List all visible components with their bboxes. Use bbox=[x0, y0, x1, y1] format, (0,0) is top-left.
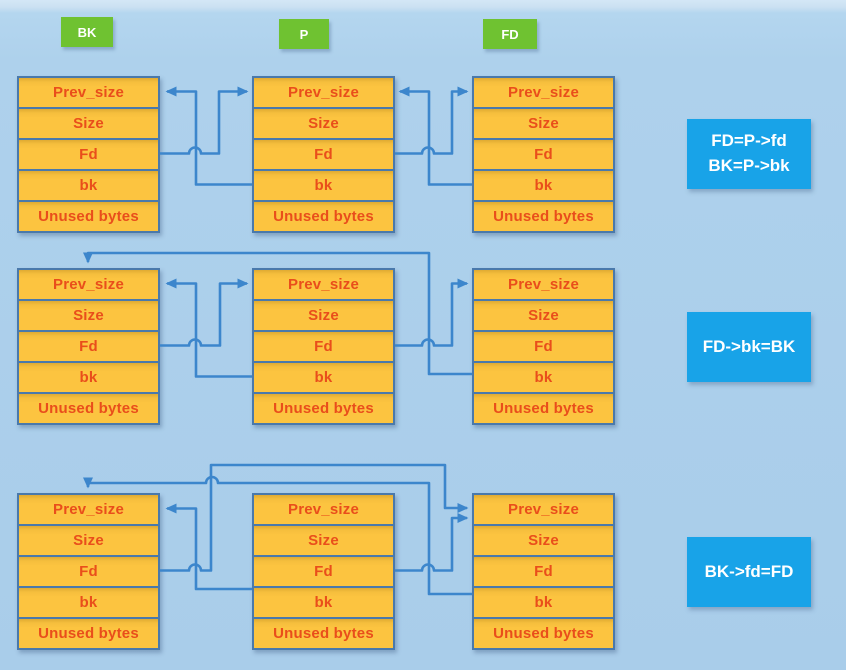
arrow-row1-p-bk-to-bk bbox=[165, 86, 252, 186]
field-prev-size: Prev_size bbox=[252, 493, 395, 526]
field-prev-size: Prev_size bbox=[472, 76, 615, 109]
arrow-row1-p-fd-to-fd bbox=[395, 86, 469, 155]
field-unused-bytes: Unused bytes bbox=[252, 617, 395, 650]
field-bk: bk bbox=[252, 169, 395, 202]
arrow-row1-fd-bk-to-p bbox=[398, 86, 472, 186]
field-fd: Fd bbox=[17, 138, 160, 171]
chunk-p-row1: Prev_size Size Fd bk Unused bytes bbox=[252, 76, 395, 233]
annotation-step2: FD->bk=BK bbox=[687, 312, 811, 382]
column-label-fd: FD bbox=[483, 19, 537, 49]
field-size: Size bbox=[472, 107, 615, 140]
arrow-row1-bk-fd-to-p bbox=[160, 86, 249, 155]
field-bk: bk bbox=[17, 586, 160, 619]
field-fd: Fd bbox=[472, 555, 615, 588]
field-prev-size: Prev_size bbox=[252, 268, 395, 301]
arrow-row3-p-fd-to-fd bbox=[395, 513, 469, 572]
field-prev-size: Prev_size bbox=[472, 268, 615, 301]
annotation-step2-line1: FD->bk=BK bbox=[702, 336, 796, 356]
field-size: Size bbox=[472, 524, 615, 557]
column-label-p: P bbox=[279, 19, 329, 49]
field-unused-bytes: Unused bytes bbox=[252, 392, 395, 425]
chunk-bk-row1: Prev_size Size Fd bk Unused bytes bbox=[17, 76, 160, 233]
field-bk: bk bbox=[252, 586, 395, 619]
field-fd: Fd bbox=[472, 138, 615, 171]
field-unused-bytes: Unused bytes bbox=[17, 392, 160, 425]
field-bk: bk bbox=[472, 586, 615, 619]
field-bk: bk bbox=[17, 169, 160, 202]
field-unused-bytes: Unused bytes bbox=[17, 200, 160, 233]
field-fd: Fd bbox=[17, 330, 160, 363]
field-unused-bytes: Unused bytes bbox=[472, 392, 615, 425]
field-prev-size: Prev_size bbox=[17, 268, 160, 301]
annotation-step3-line1: BK->fd=FD bbox=[704, 561, 794, 581]
field-fd: Fd bbox=[472, 330, 615, 363]
arrow-row2-bk-fd-to-p bbox=[160, 278, 249, 347]
chunk-p-row2: Prev_size Size Fd bk Unused bytes bbox=[252, 268, 395, 425]
annotation-step1: FD=P->fd BK=P->bk bbox=[687, 119, 811, 189]
column-label-bk: BK bbox=[61, 17, 113, 47]
field-fd: Fd bbox=[252, 555, 395, 588]
chunk-bk-row2: Prev_size Size Fd bk Unused bytes bbox=[17, 268, 160, 425]
field-fd: Fd bbox=[252, 330, 395, 363]
chunk-p-row3: Prev_size Size Fd bk Unused bytes bbox=[252, 493, 395, 650]
field-prev-size: Prev_size bbox=[252, 76, 395, 109]
field-unused-bytes: Unused bytes bbox=[472, 617, 615, 650]
field-prev-size: Prev_size bbox=[472, 493, 615, 526]
annotation-step3: BK->fd=FD bbox=[687, 537, 811, 607]
chunk-fd-row1: Prev_size Size Fd bk Unused bytes bbox=[472, 76, 615, 233]
field-size: Size bbox=[252, 524, 395, 557]
chunk-bk-row3: Prev_size Size Fd bk Unused bytes bbox=[17, 493, 160, 650]
field-unused-bytes: Unused bytes bbox=[17, 617, 160, 650]
field-bk: bk bbox=[17, 361, 160, 394]
field-size: Size bbox=[17, 524, 160, 557]
chunk-fd-row2: Prev_size Size Fd bk Unused bytes bbox=[472, 268, 615, 425]
arrow-row2-p-bk-to-bk bbox=[165, 278, 252, 378]
field-unused-bytes: Unused bytes bbox=[472, 200, 615, 233]
field-size: Size bbox=[252, 299, 395, 332]
field-fd: Fd bbox=[252, 138, 395, 171]
field-size: Size bbox=[472, 299, 615, 332]
field-bk: bk bbox=[472, 361, 615, 394]
arrow-row3-p-bk-to-bk bbox=[165, 503, 252, 591]
field-prev-size: Prev_size bbox=[17, 493, 160, 526]
field-bk: bk bbox=[252, 361, 395, 394]
field-size: Size bbox=[17, 299, 160, 332]
chunk-fd-row3: Prev_size Size Fd bk Unused bytes bbox=[472, 493, 615, 650]
field-size: Size bbox=[17, 107, 160, 140]
arrow-row2-p-fd-to-fd bbox=[395, 278, 469, 347]
field-prev-size: Prev_size bbox=[17, 76, 160, 109]
field-bk: bk bbox=[472, 169, 615, 202]
field-size: Size bbox=[252, 107, 395, 140]
field-fd: Fd bbox=[17, 555, 160, 588]
field-unused-bytes: Unused bytes bbox=[252, 200, 395, 233]
annotation-step1-line1: FD=P->fd bbox=[711, 131, 787, 151]
annotation-step1-line2: BK=P->bk bbox=[708, 156, 790, 175]
